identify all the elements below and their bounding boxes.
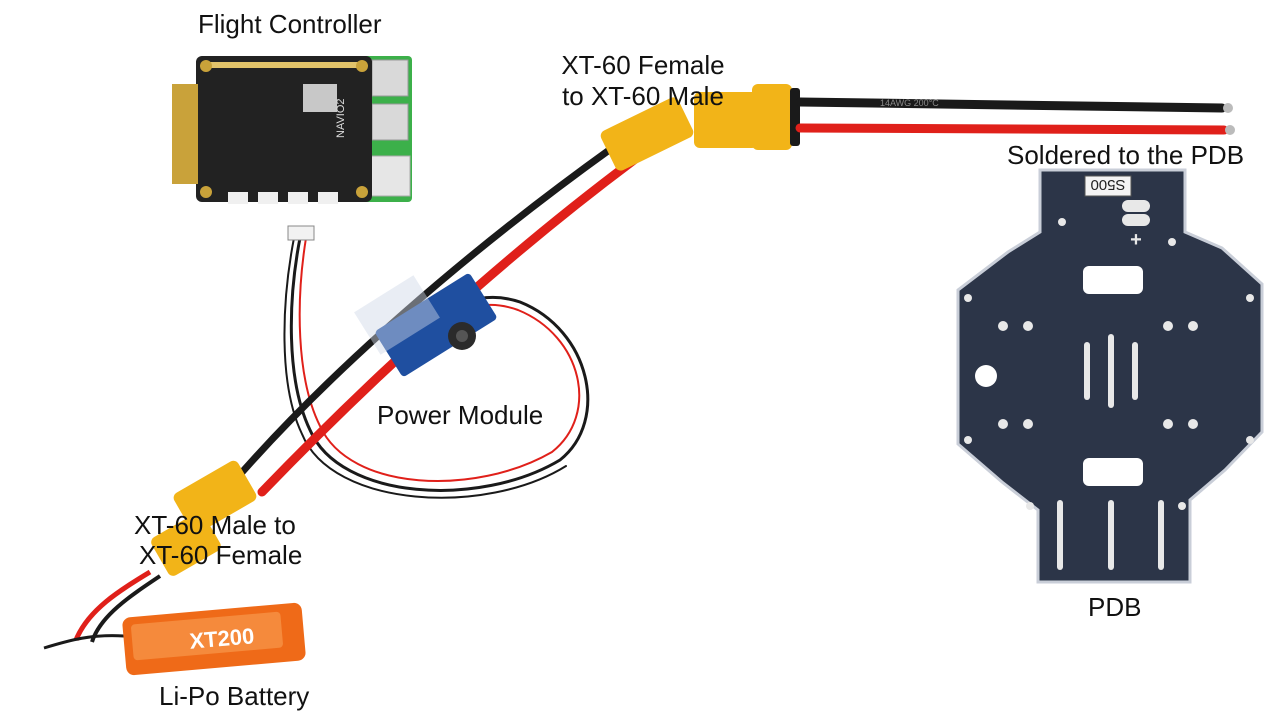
battery-label: Li-Po Battery [159, 681, 310, 711]
pdb-label: PDB [1088, 592, 1142, 622]
fc-board-marking: NAVIO2 [335, 98, 347, 138]
lipo-battery: XT200 [43, 602, 306, 676]
sense-cable [283, 236, 590, 499]
xt60-top-label-line2: to XT-60 Male [562, 81, 724, 111]
fc-power-plug [287, 225, 315, 241]
pdb-leads: 14AWG 200°C [795, 97, 1235, 135]
flight-controller-board: NAVIO2 [172, 56, 412, 204]
power-module-label: Power Module [377, 400, 544, 430]
pdb-silkscreen-text: S500 [1090, 176, 1125, 193]
power-module [354, 273, 497, 377]
soldered-label: Soldered to the PDB [1007, 140, 1245, 170]
xt60-bottom-label-line1: XT-60 Male to [134, 510, 296, 540]
cable-marking: 14AWG 200°C [880, 98, 939, 108]
xt60-bottom-label-line2: XT-60 Female [139, 540, 303, 570]
pdb-plus-marking: + [1130, 229, 1142, 251]
xt60-top-label-line1: XT-60 Female [561, 50, 725, 80]
battery-brand-text: XT200 [188, 623, 255, 654]
flight-controller-label: Flight Controller [198, 9, 382, 39]
pdb-board: S500 + [956, 168, 1264, 584]
xt60-bottom-connector [73, 460, 257, 643]
